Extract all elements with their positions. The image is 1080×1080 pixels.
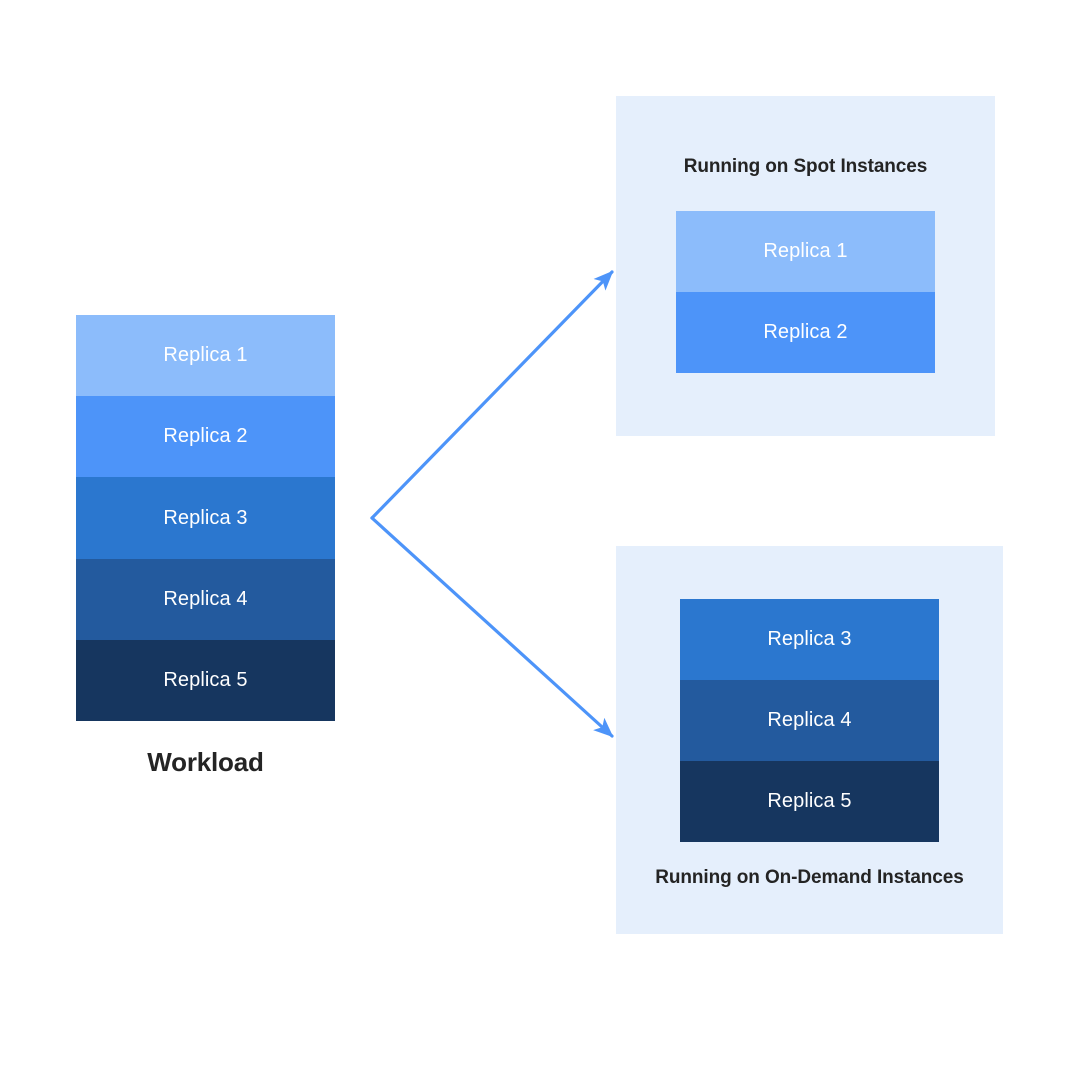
replica-label: Replica 2 bbox=[763, 321, 848, 343]
replica-label: Replica 4 bbox=[163, 587, 248, 610]
spot-panel-title: Running on Spot Instances bbox=[683, 156, 928, 177]
ondemand-panel-title: Running on On-Demand Instances bbox=[655, 867, 964, 888]
replica-label: Replica 3 bbox=[163, 506, 248, 529]
replica-label: Replica 3 bbox=[767, 628, 852, 650]
workload-label: Workload bbox=[147, 747, 264, 777]
spot-replica-2[interactable]: Replica 2 bbox=[676, 292, 935, 373]
replica-label: Replica 1 bbox=[763, 240, 848, 262]
ondemand-replica-stack: Replica 3 Replica 4 Replica 5 bbox=[680, 599, 939, 842]
spot-replica-stack: Replica 1 Replica 2 bbox=[676, 211, 935, 373]
arrow-to-ondemand bbox=[370, 516, 614, 738]
ondemand-instances-panel: Replica 3 Replica 4 Replica 5 Running on… bbox=[616, 546, 1003, 934]
workload-replica-stack: Replica 1 Replica 2 Replica 3 Replica 4 … bbox=[76, 315, 335, 722]
replica-label: Replica 2 bbox=[163, 425, 248, 448]
replica-label: Replica 5 bbox=[767, 790, 852, 812]
workload-group: Replica 1 Replica 2 Replica 3 Replica 4 … bbox=[76, 315, 335, 778]
workload-replica-4[interactable]: Replica 4 bbox=[76, 558, 335, 640]
ondemand-replica-4[interactable]: Replica 4 bbox=[680, 680, 939, 761]
spot-instances-panel: Running on Spot Instances Replica 1 Repl… bbox=[616, 96, 995, 436]
arrow-to-spot bbox=[370, 270, 614, 520]
workload-replica-2[interactable]: Replica 2 bbox=[76, 396, 335, 478]
workload-replica-1[interactable]: Replica 1 bbox=[76, 315, 335, 397]
replica-label: Replica 1 bbox=[163, 344, 248, 367]
ondemand-replica-3[interactable]: Replica 3 bbox=[680, 599, 939, 680]
ondemand-replica-5[interactable]: Replica 5 bbox=[680, 761, 939, 842]
workload-replica-3[interactable]: Replica 3 bbox=[76, 477, 335, 559]
replica-label: Replica 5 bbox=[163, 668, 248, 691]
replica-label: Replica 4 bbox=[767, 709, 852, 731]
spot-replica-1[interactable]: Replica 1 bbox=[676, 211, 935, 292]
workload-replica-5[interactable]: Replica 5 bbox=[76, 639, 335, 722]
